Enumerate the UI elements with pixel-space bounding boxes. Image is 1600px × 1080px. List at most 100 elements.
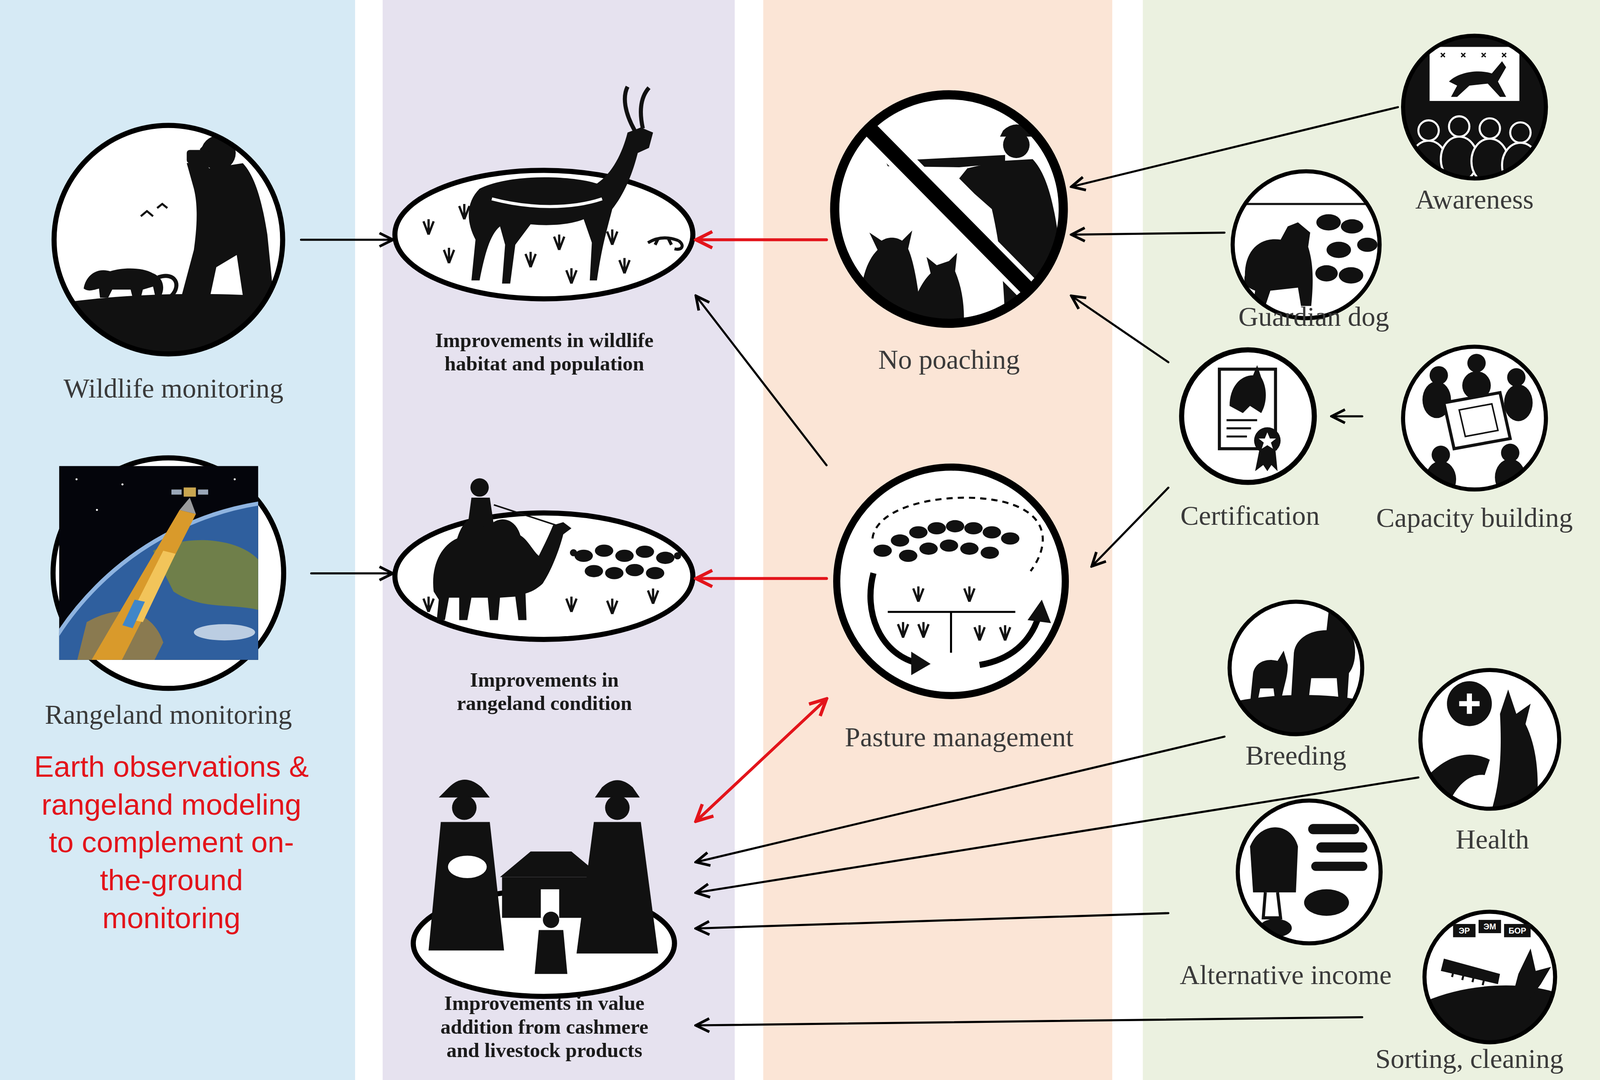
rangeland-outcome-illustration-part (584, 564, 603, 578)
awareness-icon-part-part-part (1479, 118, 1500, 139)
pasture-management-icon-part (913, 586, 924, 603)
rangeland-outcome-illustration-part (493, 504, 557, 526)
wildlife-monitoring-icon-part-part (158, 275, 177, 296)
alternative-income-icon-part (1249, 823, 1368, 938)
rangeland-outcome-illustration-part (395, 513, 693, 640)
rangeland-monitoring-image-part-part (171, 489, 182, 495)
connector-arrow (695, 736, 1225, 863)
strategy-circle: Pasture management (826, 459, 1092, 760)
node-label: Certification (1180, 499, 1320, 532)
health-icon-part (1420, 670, 1560, 809)
herder-family-illustration-part (446, 854, 488, 880)
guardian-dog-icon-part-part (1234, 203, 1378, 206)
activity-circle: Certification (1168, 347, 1332, 538)
column-bands-part (382, 0, 735, 1080)
rangeland-outcome-illustration-part (433, 516, 572, 620)
alternative-income-icon-part-part (1311, 861, 1368, 872)
rangeland-outcome-illustration-part (673, 552, 681, 560)
rangeland-outcome-illustration-part (604, 566, 624, 580)
rangeland-outcome-illustration-part (470, 478, 489, 497)
guardian-dog-icon (1232, 171, 1380, 319)
breeding-icon-part-part (1290, 601, 1356, 704)
rangeland-monitoring-image-part-part (122, 599, 145, 629)
pasture-management-icon-part (939, 539, 959, 552)
pasture-management-icon-part (911, 651, 931, 676)
sorting-cleaning-icon-part-part (1451, 969, 1485, 986)
certification-icon-part (1226, 420, 1258, 437)
node-label: Wildlife monitoring (63, 372, 284, 405)
wildlife-outcome-illustration-part (624, 86, 650, 131)
connector-arrow (311, 572, 394, 575)
node-label-group: Certification (1168, 499, 1332, 532)
pasture-management-icon-part (982, 526, 1001, 539)
connector-arrow (1071, 295, 1169, 363)
wildlife-outcome-illustration-part (554, 234, 565, 250)
rangeland-monitoring-image-part-part (89, 509, 196, 660)
wildlife-outcome-illustration-part (423, 219, 434, 235)
monitoring-circle: Rangeland monitoring (25, 448, 312, 737)
column-bands-part (763, 0, 1112, 1080)
herder-family-illustration-part (534, 930, 568, 975)
connector-arrow (1071, 107, 1399, 187)
outcome-ellipse: Improvements in rangeland condition (393, 469, 696, 722)
capacity-building-icon-part-part (1443, 392, 1511, 449)
alternative-income-icon-part-part (1249, 827, 1298, 893)
sorting-cleaning-icon-part (1424, 912, 1555, 1043)
awareness-icon-part-part-part (1510, 122, 1531, 143)
wildlife-outcome-illustration-part (619, 258, 630, 274)
alternative-income-icon-part-part (1263, 892, 1281, 918)
node-label-group: Health (1418, 823, 1567, 856)
wildlife-outcome-illustration-part (647, 237, 683, 250)
rangeland-outcome-illustration-part (569, 549, 578, 557)
node-label: Health (1455, 823, 1530, 856)
node-label: Improvements in rangeland condition (434, 668, 655, 716)
alternative-income-icon-part-part (1316, 842, 1368, 853)
node-label: Capacity building (1376, 501, 1573, 534)
herder-family-illustration-part (499, 851, 603, 877)
rangeland-outcome-illustration-part (645, 566, 665, 580)
outcome-ellipse: Improvements in value addition from cash… (393, 770, 696, 1069)
certification-icon-part (1258, 432, 1277, 449)
pasture-management-icon-part (927, 522, 946, 535)
pasture-management-icon-part (899, 549, 918, 562)
note-text: Earth observations & rangeland modeling … (29, 748, 314, 938)
node-label: Guardian dog (1238, 300, 1389, 333)
rangeland-monitoring-image-part-part (183, 487, 196, 497)
guardian-dog-icon-part (1234, 204, 1378, 306)
strategy-circle: No poaching (826, 89, 1072, 382)
rangeland-monitoring-image-part-part (121, 483, 124, 486)
node-label-group: No poaching (826, 343, 1072, 376)
rangeland-outcome-illustration-part (594, 544, 614, 557)
wildlife-monitoring-icon-part (54, 125, 283, 355)
guardian-dog-icon-part-part (1338, 267, 1364, 284)
herder-family-illustration (413, 779, 675, 997)
node-label-group: Awareness (1398, 183, 1552, 216)
guardian-dog-icon-part (1232, 171, 1380, 319)
bag-tag: ЭМ (1483, 922, 1497, 932)
outcome-ellipse: Improvements in wildlife habitat and pop… (393, 81, 696, 382)
herder-family-illustration-part (604, 795, 630, 821)
herder-family-illustration-part (451, 795, 477, 821)
rangeland-monitoring-image-part-part (179, 497, 196, 515)
rangeland-outcome-illustration-part (615, 549, 634, 562)
pasture-management-icon-part (890, 534, 910, 547)
wildlife-monitoring-icon-part-part (141, 204, 168, 217)
awareness-icon-part-part (1448, 61, 1507, 98)
pasture-management-icon-part (1027, 599, 1051, 624)
pasture-management-icon-part (873, 544, 892, 557)
activity-circle: Alternative income (1168, 798, 1404, 998)
node-label: Awareness (1415, 183, 1534, 216)
connector-arrow (695, 577, 827, 580)
rangeland-outcome-illustration-part (574, 549, 593, 562)
node-label: No poaching (878, 343, 1020, 376)
node-label-group: Capacity building (1362, 501, 1587, 534)
rangeland-outcome-illustration-part (467, 497, 494, 529)
pasture-management-icon-part (919, 542, 938, 555)
capacity-building-icon-part (1403, 346, 1546, 490)
no-poaching-icon-part (834, 94, 1064, 324)
guardian-dog-icon-part-part (1340, 219, 1364, 234)
sorting-cleaning-icon-part-part (1440, 958, 1500, 985)
awareness-icon-part (1403, 35, 1546, 179)
alternative-income-icon-part-part (1308, 823, 1360, 835)
alternative-income-icon-part (1237, 800, 1381, 944)
